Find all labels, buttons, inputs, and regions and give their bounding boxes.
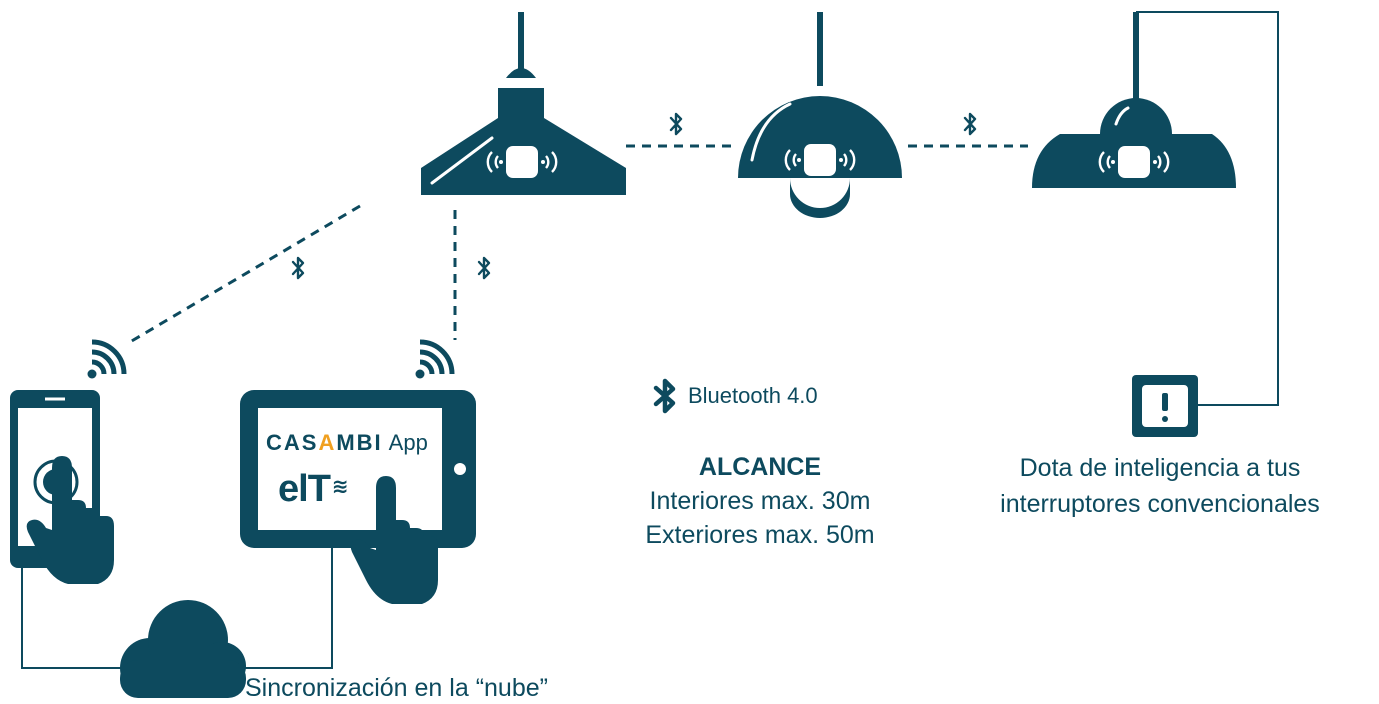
elt-logo-waves: ≋ [331,476,349,498]
cloud-icon [120,600,246,698]
casambi-brand-accent: A [318,430,337,455]
switch-caption-line1: Dota de inteligencia a tus [1019,454,1301,482]
pendant-shade-lamp-icon [1032,98,1236,188]
bluetooth-icon [291,256,305,280]
bluetooth-icon [477,256,491,280]
casambi-app-label: App [388,430,428,455]
range-info: ALCANCE Interiores max. 30m Exteriores m… [590,450,930,552]
pendant-dome-lamp-icon [738,96,902,218]
bluetooth-icon [963,112,977,136]
bluetooth-version-label: Bluetooth 4.0 [688,383,818,408]
casambi-brand-part2: MBI [336,430,383,455]
switch-caption: Dota de inteligencia a tus interruptores… [950,450,1370,522]
bluetooth-legend: Bluetooth 4.0 [650,374,818,418]
wifi-signal-icon [416,342,453,379]
wifi-signal-icon [88,342,125,379]
switch-caption-line2: interruptores convencionales [1000,490,1320,518]
bluetooth-icon [653,378,676,414]
range-indoor: Interiores max. 30m [649,487,871,515]
elt-logo: elT≋ [278,468,349,511]
switch-wiring-line [1136,11,1279,406]
wall-switch-icon [1132,375,1198,437]
cloud-sync-line-tablet [230,548,333,669]
range-heading: ALCANCE [698,453,822,481]
range-outdoor: Exteriores max. 50m [645,521,875,549]
bluetooth-icon [669,112,683,136]
elt-logo-text: elT [278,468,331,510]
pendant-cone-lamp-icon [421,68,626,195]
bluetooth-link-phone [129,204,361,344]
cloud-sync-caption: Sincronización en la “nube” [245,674,548,702]
tablet-icon [240,390,476,604]
smartphone-icon [10,390,115,584]
cloud-sync-line-phone [21,568,140,669]
casambi-brand-part1: CAS [266,430,319,455]
